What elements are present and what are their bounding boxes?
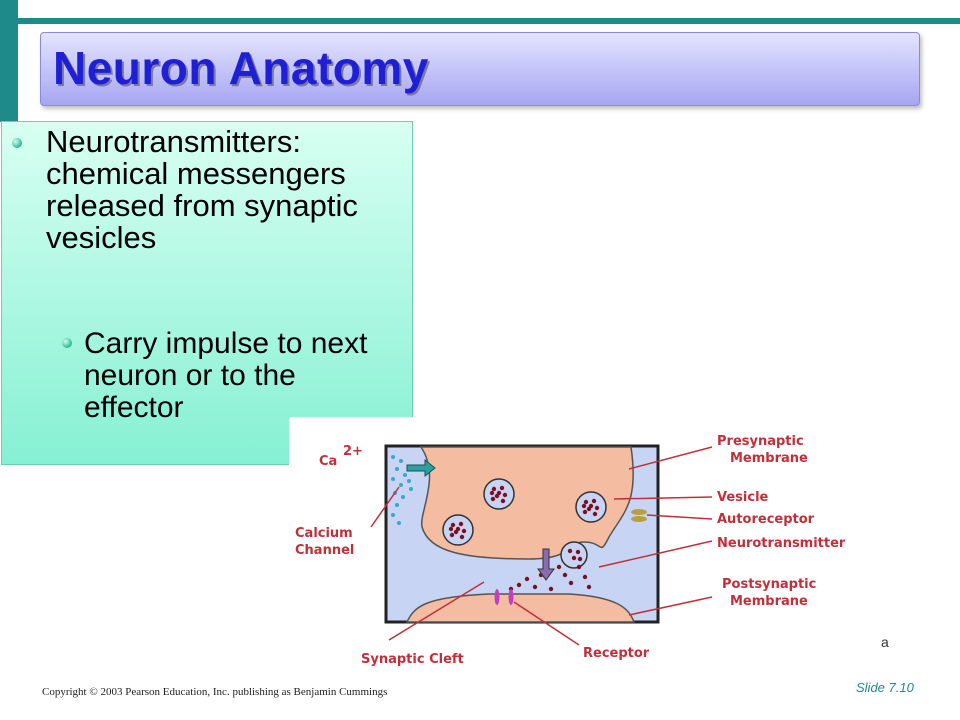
calcium-particle: [407, 479, 411, 483]
leader-lines: [370, 446, 713, 646]
synapse-diagram: Ca 2+ Calcium Channel Presynaptic Membra…: [289, 417, 889, 667]
label-receptor: Receptor: [583, 646, 650, 661]
calcium-arrow-icon: [406, 458, 436, 478]
label-postsynaptic-membrane: Membrane: [730, 594, 808, 609]
bullet-carry-impulse: Carry impulse to next neuron or to the e…: [84, 327, 368, 424]
neurotransmitter-particle: [516, 582, 522, 588]
calcium-particle: [403, 473, 407, 477]
receptor-shape: [508, 589, 514, 605]
vesicle-particle: [594, 505, 600, 511]
title-banner: Neuron Anatomy: [40, 32, 920, 106]
vesicle-particle: [491, 486, 497, 492]
calcium-particle: [399, 483, 403, 487]
vesicle-particle: [500, 498, 506, 504]
calcium-particle: [391, 477, 395, 481]
receptor-shape: [494, 589, 500, 605]
neurotransmitter-particle: [524, 576, 530, 582]
label-postsynaptic: Postsynaptic: [722, 577, 816, 592]
left-accent-bar: [0, 0, 18, 122]
label-calcium: Calcium: [295, 526, 353, 541]
vesicle-group: [442, 478, 607, 569]
vesicle-particle: [455, 526, 461, 532]
vesicle-particle: [496, 490, 502, 496]
bullet-panel: [1, 121, 413, 465]
vesicle-particle: [459, 534, 465, 540]
vesicle-particle: [588, 503, 594, 509]
vesicle-particle: [571, 555, 577, 561]
bullet-neurotransmitters: Neurotransmitters: chemical messengers r…: [46, 124, 358, 255]
label-synaptic-cleft: Synaptic Cleft: [361, 652, 464, 667]
label-neurotransmitter: Neurotransmitter: [717, 536, 846, 551]
calcium-particle: [395, 467, 399, 471]
calcium-particle: [391, 513, 395, 517]
stray-character: a: [881, 634, 889, 650]
neurotransmitter-particle: [562, 572, 568, 578]
vesicle-particle: [449, 532, 455, 538]
autoreceptor-shape: [631, 516, 647, 522]
vesicle-particle: [461, 528, 467, 534]
label-vesicle: Vesicle: [717, 490, 769, 505]
postsynaptic-terminal: [405, 593, 636, 623]
copyright-notice: Copyright © 2003 Pearson Education, Inc.…: [42, 686, 388, 698]
calcium-particle: [391, 455, 395, 459]
slide-number: Slide 7.10: [856, 680, 914, 695]
label-presynaptic: Presynaptic: [717, 434, 804, 449]
neurotransmitter-particle: [556, 564, 562, 570]
neurotransmitter-particle: [576, 564, 582, 570]
neurotransmitter-particle: [582, 574, 588, 580]
vesicle-particle: [582, 509, 588, 515]
calcium-particle: [399, 459, 403, 463]
slide-title: Neuron Anatomy: [53, 42, 429, 94]
synapse-illustration: Ca 2+ Calcium Channel Presynaptic Membra…: [295, 434, 846, 667]
label-ca: Ca: [319, 454, 337, 469]
vesicle-particle: [489, 490, 495, 496]
neurotransmitter-particle: [586, 584, 592, 590]
vesicle-particle: [575, 549, 581, 555]
vesicle-particle: [448, 526, 454, 532]
label-ca-superscript: 2+: [343, 444, 363, 459]
vesicle-particle: [583, 499, 589, 505]
neurotransmitter-particle: [532, 584, 538, 590]
calcium-particle: [395, 503, 399, 507]
release-arrow-icon: [537, 548, 555, 581]
vesicle-particle: [450, 522, 456, 528]
vesicle-particle: [499, 485, 505, 491]
label-presynaptic-membrane: Membrane: [730, 451, 808, 466]
vesicle: [560, 541, 588, 569]
vesicle-particle: [581, 503, 587, 509]
top-accent-line: [18, 18, 960, 24]
bullet-dot-icon: [12, 138, 22, 148]
neurotransmitter-particle: [568, 580, 574, 586]
calcium-particle: [401, 495, 405, 499]
vesicle-particle: [592, 511, 598, 517]
autoreceptor-shape: [631, 509, 647, 515]
calcium-particle: [409, 487, 413, 491]
vesicle-particle: [567, 548, 573, 554]
vesicle-particle: [502, 492, 508, 498]
neurotransmitter-particle: [548, 586, 554, 592]
label-autoreceptor: Autoreceptor: [717, 512, 815, 527]
vesicle-particle: [490, 496, 496, 502]
calcium-particle: [397, 521, 401, 525]
vesicle-particle: [591, 498, 597, 504]
vesicle-particle: [577, 556, 583, 562]
label-channel: Channel: [295, 543, 354, 558]
vesicle-particle: [458, 521, 464, 527]
sub-bullet-dot-icon: [62, 338, 72, 348]
